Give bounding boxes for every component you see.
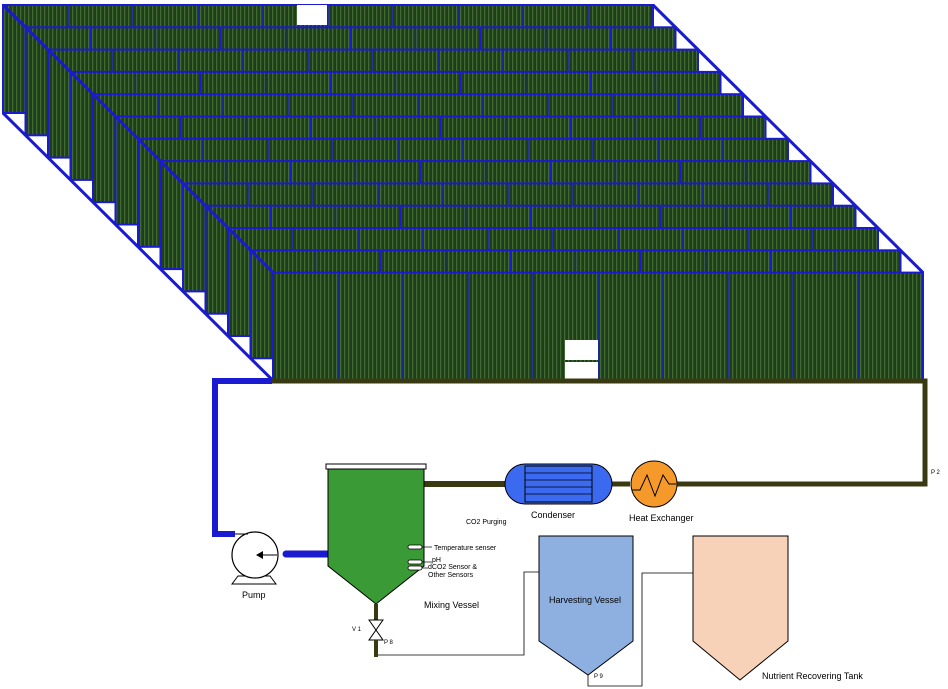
condenser [504,463,613,505]
nutrient-tank-label: Nutrient Recovering Tank [762,671,863,681]
heat-exchanger-body [630,460,678,508]
p2-label: P 2 [931,470,941,476]
harvesting-vessel-label: Harvesting Vessel [549,595,621,605]
valve-v1 [368,619,384,641]
ph-label: pH [432,557,441,564]
valve-v1-icon [368,619,384,641]
condenser-label: Condenser [531,510,575,520]
mixing-vessel [325,463,427,620]
heat-exchanger [630,460,678,508]
frame-diagonal [1,3,275,274]
temperature-sensor-label: Temperature senser [434,545,497,552]
return-pipe-blue [212,378,272,537]
mixing-vessel-label: Mixing Vessel [424,600,479,610]
condenser-core [524,465,593,503]
v1-label: V 1 [352,627,362,633]
frame-diagonal [1,111,275,382]
pump [231,531,279,585]
co2-purging-label: CO2 Purging [466,519,507,526]
photobioreactor-array [1,3,925,382]
other-sensors-label: Other Sensors [428,572,474,579]
dco2-sensor-label: dCO2 Sensor & [428,564,477,571]
mixing-vessel-lid [325,463,427,470]
ph-probe [407,559,423,565]
p8-label: P 8 [384,640,394,646]
tube-gap [297,5,327,25]
pump-label: Pump [242,590,266,600]
temperature-probe [407,544,423,550]
p9-label: P 9 [594,674,604,680]
condenser-body [504,463,613,505]
heat-exchanger-label: Heat Exchanger [629,513,694,523]
pump-arrow-icon [256,551,263,559]
sensor-probes [407,544,432,571]
tube-gap [565,340,598,360]
pump-body [231,531,279,579]
heat-exchanger-zigzag-icon [632,473,676,498]
harvesting-vessel [538,535,634,676]
pipe-to-nutrient-tank [587,572,693,687]
dco2-probe [407,565,423,571]
mixing-vessel-body [327,468,425,605]
nutrient-recovering-tank [692,535,789,681]
pipe-to-harvesting [378,571,539,656]
tube-gap [565,362,598,382]
frame-diagonal [651,3,925,274]
feed-pipe-dark [272,378,928,487]
